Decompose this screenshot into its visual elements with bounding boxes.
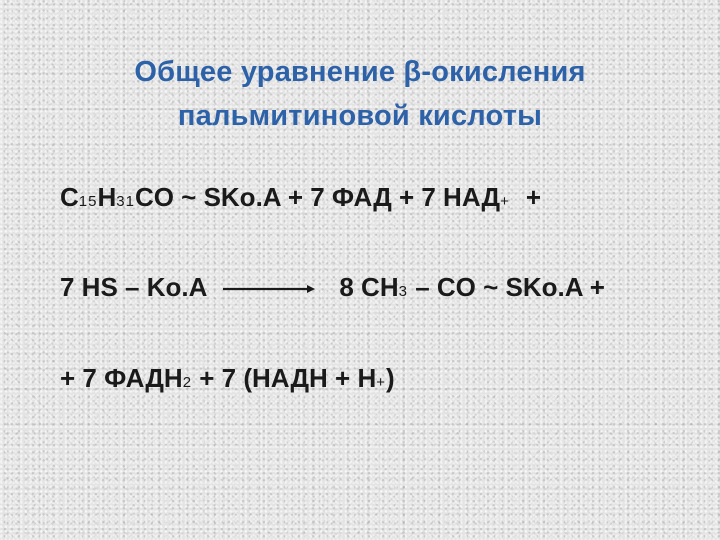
nadh-product: + 7 (НАДН + Н — [192, 363, 377, 393]
closing-paren: ) — [386, 363, 395, 393]
hydrogen-subscript: 31 — [116, 193, 135, 210]
hydrogen-symbol: H — [97, 182, 117, 212]
equation-line-2: 7 HS – Ko.A 8 CH3 – CO ~ SKo.A + — [60, 271, 605, 308]
nad-charge: + — [500, 193, 510, 210]
acetyl-group: 8 CH — [339, 272, 399, 302]
fadh-product: + 7 ФАДН — [60, 363, 183, 393]
methyl-subscript: 3 — [398, 283, 408, 300]
title-line-2: пальмитиновой кислоты — [177, 100, 543, 132]
fadh-subscript: 2 — [182, 374, 193, 391]
carbon-symbol: C — [60, 182, 79, 212]
title-line-1: Общее уравнение β-окисления — [134, 56, 586, 88]
plus-sign: + — [525, 182, 542, 212]
carbon-subscript: 15 — [78, 193, 98, 210]
equation-line-1: C15H31CO ~ SKo.A + 7 ФАД + 7 НАД++ — [60, 181, 541, 218]
coenzyme-a: 7 HS – Ko.A — [60, 272, 208, 302]
reaction-arrow-icon — [223, 285, 316, 294]
proton-charge: + — [376, 374, 386, 391]
acyl-coa-and-cofactors: CO ~ SKo.A + 7 ФАД + 7 НАД — [134, 182, 501, 212]
acetyl-coa: – CO ~ SKo.A + — [407, 272, 605, 302]
equation-line-3: + 7 ФАДН2 + 7 (НАДН + Н+) — [60, 362, 395, 399]
slide-title: Общее уравнение β-окисления пальмитиново… — [0, 50, 720, 138]
